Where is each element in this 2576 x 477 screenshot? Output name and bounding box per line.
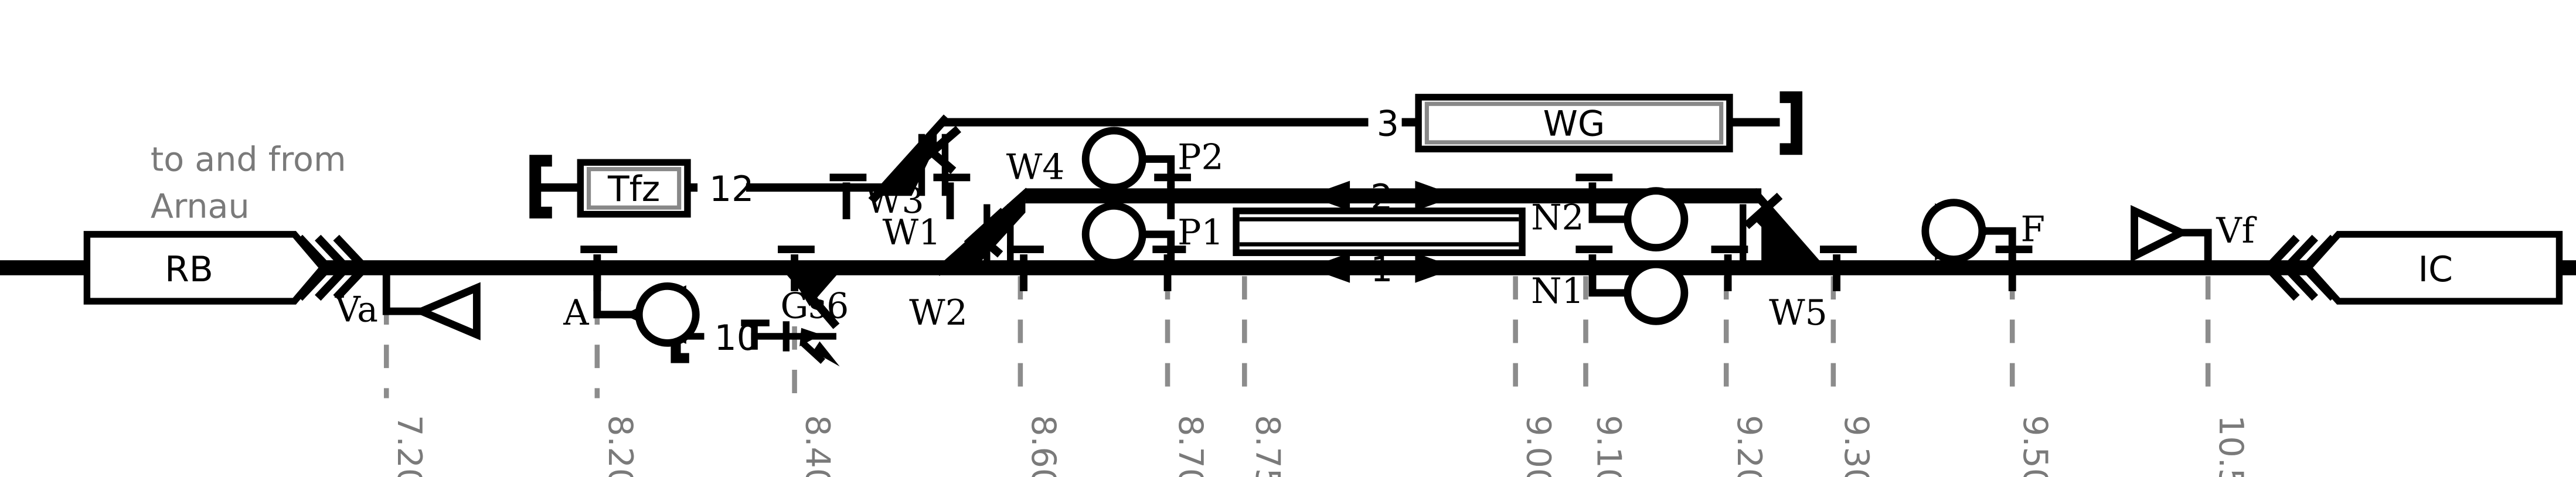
signal-a[interactable]: A: [563, 271, 700, 347]
left-direction-line1: to and from: [151, 140, 346, 179]
arrow-left-track-2: [1308, 180, 1350, 211]
platform: [1233, 207, 1526, 256]
turnout-w3-protect-mark: [918, 125, 961, 174]
km-marker-lines: [383, 276, 2211, 398]
vehicle-label-rb: RB: [165, 249, 213, 290]
signal-n2[interactable]: N2: [1531, 187, 1689, 252]
signal-f[interactable]: F: [1921, 199, 2046, 264]
signal-label-p1: P1: [1178, 212, 1223, 253]
vehicle-tfz: Tfz: [577, 159, 691, 218]
arrow-right-track-2: [1415, 180, 1457, 211]
km-label: 8.750: [1248, 415, 1287, 477]
vehicle-label-tfz: Tfz: [607, 169, 660, 210]
signal-label-vf: Vf: [2216, 210, 2257, 251]
vehicle-ic: IC: [2262, 231, 2563, 305]
insulated-joints: [580, 173, 2033, 291]
insulated-joint-track-10: [741, 319, 770, 350]
km-label: 10.500: [2211, 415, 2250, 477]
km-label: 9.000: [1519, 415, 1558, 477]
km-label: 9.300: [1837, 415, 1876, 477]
signal-label-a: A: [563, 292, 589, 333]
left-direction-line2: Arnau: [151, 187, 250, 226]
vehicle-label-ic: IC: [2418, 249, 2454, 290]
signal-label-p2: P2: [1178, 137, 1223, 178]
signal-label-n2: N2: [1531, 197, 1584, 238]
km-label: 9.100: [1589, 415, 1628, 477]
signal-p2[interactable]: P2: [1081, 127, 1224, 192]
km-label: 8.400: [798, 415, 837, 477]
track-number-1: 1: [1370, 249, 1393, 290]
turnout-label-w5: W5: [1769, 292, 1828, 333]
derailer-label-gs6: Gs6: [780, 286, 849, 327]
km-label: 9.200: [1730, 415, 1768, 477]
buffer-stop-track-3: [1779, 91, 1803, 155]
turnout-w5-protect-mark: [1743, 192, 1783, 243]
signal-p1[interactable]: P1: [1081, 202, 1224, 267]
vehicle-wg: WG: [1415, 94, 1733, 153]
direction-arrows-track-1: [1308, 253, 1457, 283]
vehicle-label-wg: WG: [1543, 103, 1605, 144]
arrow-right-track-1: [1415, 253, 1457, 283]
arrow-left-track-1: [1308, 253, 1350, 283]
km-label: 8.700: [1171, 415, 1210, 477]
turnout-label-w1: W1: [883, 212, 941, 253]
derailer-gs6-arrow: [812, 341, 840, 367]
track-number-2: 2: [1370, 177, 1393, 218]
turnout-label-w2: W2: [909, 292, 968, 333]
derailer-gs6-tail: [801, 340, 825, 364]
direction-arrows-track-2: [1308, 180, 1457, 211]
signal-label-n1: N1: [1531, 271, 1584, 312]
signal-n1[interactable]: N1: [1531, 260, 1689, 325]
signal-vf[interactable]: Vf: [2131, 205, 2257, 263]
km-label: 7.200: [390, 415, 428, 477]
derailer-gs6: [782, 321, 840, 367]
signal-label-f: F: [2021, 209, 2046, 250]
turnout-w2-protect-mark: [964, 207, 1007, 258]
turnout-w1-frog: [786, 267, 843, 306]
km-marker-labels: 7.200 8.200 8.400 8.600 8.700 8.750 9.00…: [390, 415, 2250, 477]
track-number-3: 3: [1377, 103, 1399, 144]
vehicle-rb: RB: [83, 231, 370, 305]
km-label: 8.600: [1024, 415, 1063, 477]
km-label: 9.500: [2016, 415, 2054, 477]
turnout-label-w4: W4: [1006, 147, 1065, 188]
km-label: 8.200: [601, 415, 639, 477]
